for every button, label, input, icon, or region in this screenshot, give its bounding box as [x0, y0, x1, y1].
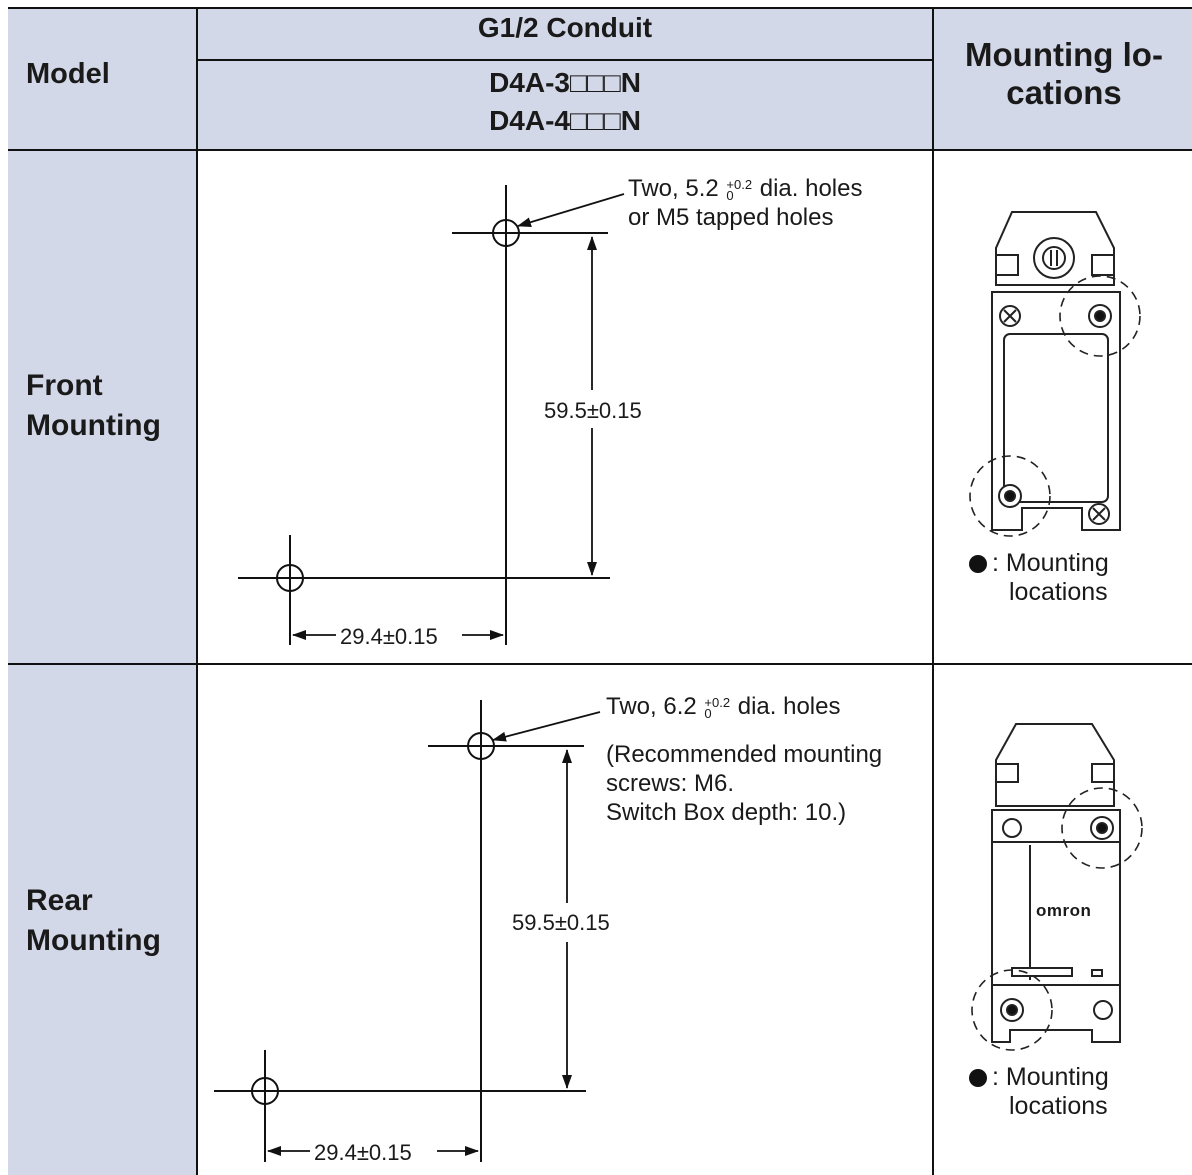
column-divider-right: [932, 7, 934, 1175]
front-top-hole: [492, 219, 520, 247]
rear-leader-line: [492, 711, 601, 742]
front-label-line1: Front: [26, 369, 103, 402]
model-codes: D4A-3□□□N D4A-4□□□N: [198, 64, 932, 140]
front-mounting-label: Front Mounting: [26, 366, 161, 446]
omron-brand-mark: omron: [1036, 901, 1092, 920]
rear-top-right-highlight-circle: [1061, 787, 1143, 869]
header-bottom-rule: [8, 149, 1192, 151]
front-head-left-tab: [995, 254, 1019, 276]
front-switch-illustration: [969, 211, 1141, 573]
row-divider-rule: [8, 663, 1192, 665]
front-tolerance-lower: 0: [726, 187, 734, 203]
front-hole-note-line1: Two, 5.2 +0.2 0 dia. holes: [628, 174, 862, 203]
rear-nameplate-strip: [1011, 967, 1073, 977]
rear-legend-line2: locations: [1009, 1092, 1108, 1120]
rear-hole-tolerance: +0.2 0: [704, 694, 731, 721]
rear-recommendation-line3: Switch Box depth: 10.): [606, 799, 847, 826]
front-switch-cover: [1003, 333, 1109, 503]
rear-head-left-tab: [995, 763, 1019, 783]
rear-recommendation-line1: (Recommended mounting: [606, 741, 883, 768]
rear-bottom-left-mount-dot: [1006, 1004, 1018, 1016]
rear-bottom-right-hole: [1093, 1000, 1113, 1020]
rear-bottom-hole: [251, 1077, 279, 1105]
rear-head-right-tab: [1091, 763, 1115, 783]
front-bottom-left-highlight-circle: [969, 455, 1051, 537]
rear-tolerance-lower: 0: [704, 705, 712, 721]
front-bottom-left-mount-dot: [1004, 490, 1016, 502]
rear-recommendation-note: (Recommended mounting screws: M6. Switch…: [606, 740, 882, 827]
front-hole-tolerance: +0.2 0: [726, 176, 753, 203]
rear-top-hole: [467, 732, 495, 760]
rear-mounting-label: Rear Mounting: [26, 881, 161, 961]
rear-tolerance-upper: +0.2: [704, 694, 731, 710]
mounting-locations-header: Mounting lo- cations: [936, 36, 1192, 112]
front-head-right-tab: [1091, 254, 1115, 276]
front-top-left-screw-x2: [1003, 309, 1017, 323]
front-hole-note-suffix: dia. holes: [759, 175, 863, 202]
rear-hole-note-suffix: dia. holes: [737, 693, 841, 720]
mounting-locations-header-line1: Mounting lo-: [965, 36, 1163, 73]
front-hole-note-line2: or M5 tapped holes: [628, 204, 834, 231]
front-tolerance-upper: +0.2: [726, 176, 753, 192]
rear-switch-head: [995, 723, 1115, 807]
rear-top-right-mount-dot: [1096, 822, 1108, 834]
front-horizontal-dimension: 29.4±0.15: [338, 624, 440, 650]
conduit-label: G1/2 Conduit: [477, 12, 653, 43]
rear-legend: : Mounting locations: [992, 1063, 1109, 1121]
rear-hole-note-line1: Two, 6.2 +0.2 0 dia. holes: [606, 692, 840, 721]
mounting-locations-header-line2: cations: [1006, 74, 1122, 111]
rear-row-label-cell: [8, 664, 197, 1175]
table-top-border: [8, 7, 1192, 9]
rear-legend-dot: [969, 1069, 987, 1087]
rear-label-line2: Mounting: [26, 924, 161, 957]
rear-nameplate-tab: [1091, 969, 1103, 977]
front-legend-line1: : Mounting: [992, 549, 1109, 577]
column-divider-left: [196, 7, 198, 1175]
header-row-background: [8, 8, 1192, 150]
front-legend: : Mounting locations: [992, 549, 1109, 607]
model-label: Model: [26, 58, 110, 90]
front-top-right-mount-dot: [1094, 310, 1106, 322]
rear-horizontal-dimension: 29.4±0.15: [312, 1140, 414, 1166]
front-top-right-highlight-circle: [1059, 275, 1141, 357]
front-legend-line2: locations: [1009, 578, 1108, 606]
rear-label-line1: Rear: [26, 884, 93, 917]
model-code-3: D4A-3□□□N: [489, 67, 641, 98]
front-hole-note-prefix: Two, 5.2: [628, 175, 719, 202]
front-row-label-cell: [8, 150, 197, 664]
model-code-4: D4A-4□□□N: [489, 105, 641, 136]
front-mounting-drawing: [238, 185, 625, 645]
front-leader-line: [517, 193, 625, 228]
rear-legend-line1: : Mounting: [992, 1063, 1109, 1091]
rear-switch-illustration: [969, 723, 1143, 1087]
front-legend-dot: [969, 555, 987, 573]
front-label-line2: Mounting: [26, 409, 161, 442]
rear-mounting-drawing: [214, 700, 601, 1162]
rear-vertical-dimension: 59.5±0.15: [510, 910, 612, 936]
rear-hole-note-prefix: Two, 6.2: [606, 693, 697, 720]
front-bottom-hole: [276, 564, 304, 592]
rear-recommendation-line2: screws: M6.: [606, 770, 735, 797]
front-head-knob-inner: [1042, 246, 1066, 270]
front-vertical-dimension: 59.5±0.15: [542, 398, 644, 424]
rear-top-left-hole: [1002, 818, 1022, 838]
rear-bottom-left-highlight-circle: [971, 969, 1053, 1051]
header-inner-rule: [197, 59, 933, 61]
front-bottom-right-screw-x2: [1092, 507, 1106, 521]
